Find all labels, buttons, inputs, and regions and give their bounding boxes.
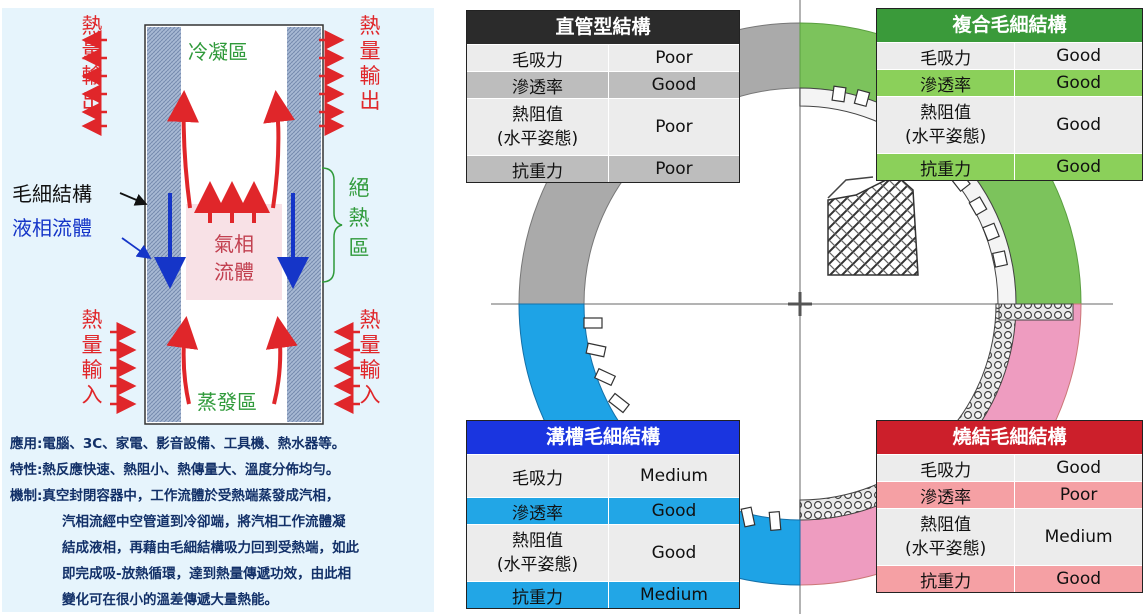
- heat-pipe-panel: 熱量輸出 熱量輸出 熱量輸入 熱量輸入 絕熱區 冷凝區 蒸發區 毛細結構 液相流…: [2, 8, 434, 612]
- heat-pipe-drawing: [81, 24, 360, 425]
- table-row: 毛吸力 Good: [877, 454, 1142, 481]
- description-line: 變化可在很小的溫差傳遞大量熱能。: [62, 592, 278, 608]
- table-row: 滲透率 Poor: [877, 481, 1142, 508]
- table-row: 熱阻值 (水平姿態) Good: [877, 96, 1142, 153]
- table-title: 直管型結構: [467, 11, 739, 44]
- table-row: 抗重力 Poor: [467, 155, 739, 182]
- heat-input-label-left: 熱量輸入: [81, 308, 103, 407]
- description-line: 應用:電腦、3C、家電、影音設備、工具機、熱水器等。: [10, 436, 346, 452]
- straight-pipe-table: 直管型結構 毛吸力 Poor 滲透率 Good 熱阻值 (水平姿態) Poor …: [466, 10, 740, 183]
- table-row: 毛吸力 Medium: [467, 454, 739, 497]
- table-row: 毛吸力 Good: [877, 42, 1142, 69]
- table-row: 抗重力 Good: [877, 565, 1142, 592]
- heat-input-label-right: 熱量輸入: [359, 308, 381, 407]
- description-line: 特性:熱反應快速、熱阻小、熱傳量大、溫度分佈均勻。: [10, 462, 340, 478]
- description-line: 機制:真空封閉容器中，工作流體於受熱端蒸發成汽相，: [10, 488, 340, 504]
- table-row: 熱阻值 (水平姿態) Medium: [877, 508, 1142, 565]
- description-line: 即完成吸-放熱循環，達到熱量傳遞功效，由此相: [62, 566, 352, 582]
- sintered-wick-table: 燒結毛細結構 毛吸力 Good 滲透率 Poor 熱阻值 (水平姿態) Medi…: [876, 420, 1143, 593]
- table-row: 滲透率 Good: [467, 497, 739, 524]
- vapor-fluid-label: 氣相流體: [214, 232, 254, 284]
- composite-wick-table: 複合毛細結構 毛吸力 Good 滲透率 Good 熱阻值 (水平姿態) Good…: [876, 8, 1143, 181]
- table-row: 熱阻值 (水平姿態) Good: [467, 524, 739, 581]
- condenser-label: 冷凝區: [188, 40, 248, 64]
- evaporator-label: 蒸發區: [197, 390, 257, 414]
- table-row: 滲透率 Good: [467, 71, 739, 98]
- table-row: 毛吸力 Poor: [467, 44, 739, 71]
- description-line: 結成液相，再藉由毛細結構吸力回到受熱端，如此: [62, 540, 359, 556]
- heat-output-label-right: 熱量輸出: [359, 14, 381, 113]
- description-line: 汽相流經中空管道到冷卻端，將汽相工作流體凝: [62, 514, 346, 530]
- adiabatic-zone-label: 絕熱區: [348, 176, 370, 260]
- table-title: 燒結毛細結構: [877, 421, 1142, 454]
- table-title: 溝槽毛細結構: [467, 421, 739, 454]
- liquid-fluid-label: 液相流體: [12, 216, 92, 240]
- table-row: 抗重力 Good: [877, 153, 1142, 180]
- wick-left: [147, 27, 181, 422]
- table-row: 熱阻值 (水平姿態) Poor: [467, 98, 739, 155]
- wick-structure-label: 毛細結構: [12, 182, 92, 206]
- groove-wick-table: 溝槽毛細結構 毛吸力 Medium 滲透率 Good 熱阻值 (水平姿態) Go…: [466, 420, 740, 609]
- table-title: 複合毛細結構: [877, 9, 1142, 42]
- heat-output-label-left: 熱量輸出: [81, 14, 103, 113]
- table-row: 抗重力 Medium: [467, 581, 739, 608]
- table-row: 滲透率 Good: [877, 69, 1142, 96]
